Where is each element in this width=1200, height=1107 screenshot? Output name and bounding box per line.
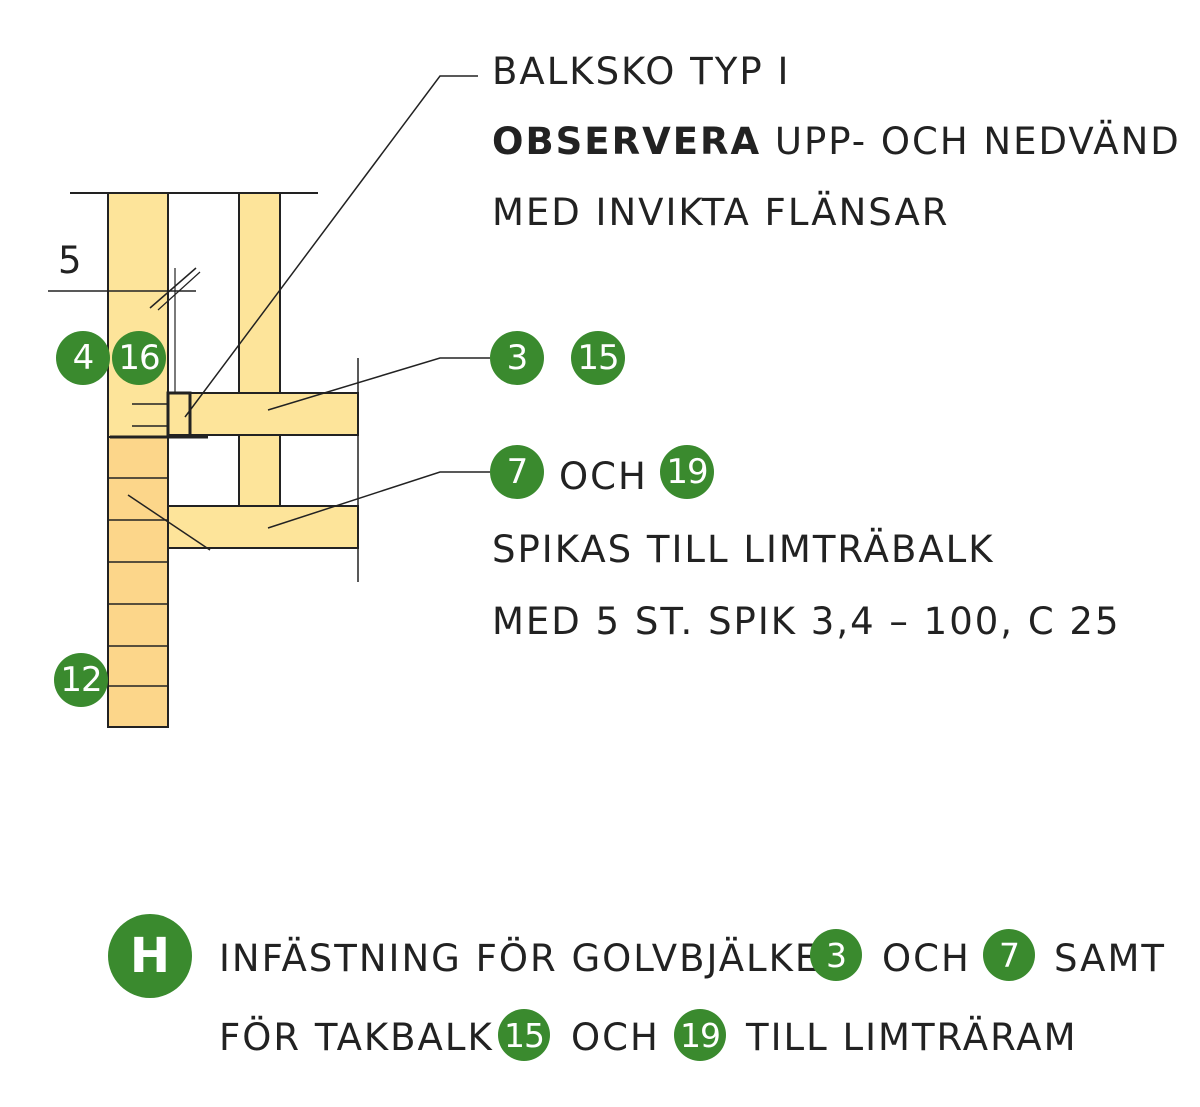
- joist-hanger: [110, 391, 208, 439]
- footer-line1-c: SAMT: [1054, 937, 1167, 980]
- glulam-column: [107, 436, 169, 728]
- footer-line2-a: FÖR TAKBALK: [219, 1016, 494, 1059]
- footer-och-2: OCH: [571, 1016, 660, 1059]
- leader-lines: [184, 75, 490, 529]
- part-badge-4: 4: [56, 331, 110, 385]
- right-post: [238, 192, 281, 507]
- lower-joist: [167, 505, 359, 549]
- footer-badge-19: 19: [674, 1009, 726, 1061]
- part-badge-12: 12: [54, 653, 108, 707]
- callout-badge-7: 7: [490, 445, 544, 499]
- observe-rest: UPP- OCH NEDVÄND: [774, 120, 1181, 163]
- footer-line1-a: INFÄSTNING FÖR GOLVBJÄLKE: [219, 937, 821, 980]
- callout-flanges: MED INVIKTA FLÄNSAR: [492, 191, 950, 234]
- footer-badge-15: 15: [498, 1009, 550, 1061]
- callout-nail-line2: MED 5 ST. SPIK 3,4 – 100, C 25: [492, 600, 1121, 643]
- footer-och-1: OCH: [882, 937, 971, 980]
- left-post: [107, 192, 169, 438]
- callout-och: OCH: [559, 455, 648, 498]
- glulam-lamellae: [108, 477, 168, 687]
- part-badge-16: 16: [112, 331, 166, 385]
- upper-joist: [167, 392, 359, 436]
- footer-line2-c: TILL LIMTRÄRAM: [746, 1016, 1078, 1059]
- detail-letter-badge: H: [108, 914, 192, 998]
- callout-nail-line1: SPIKAS TILL LIMTRÄBALK: [492, 528, 995, 571]
- callout-badge-19: 19: [660, 445, 714, 499]
- callout-badge-15: 15: [571, 331, 625, 385]
- observe-emphasis: OBSERVERA: [492, 120, 762, 163]
- dimension-label: 5: [58, 239, 84, 282]
- callout-badge-3: 3: [490, 331, 544, 385]
- callout-observe: OBSERVERA UPP- OCH NEDVÄND: [492, 123, 1181, 160]
- callout-hanger-type: BALKSKO TYP I: [492, 50, 791, 93]
- footer-badge-7: 7: [983, 929, 1035, 981]
- footer-badge-3: 3: [810, 929, 862, 981]
